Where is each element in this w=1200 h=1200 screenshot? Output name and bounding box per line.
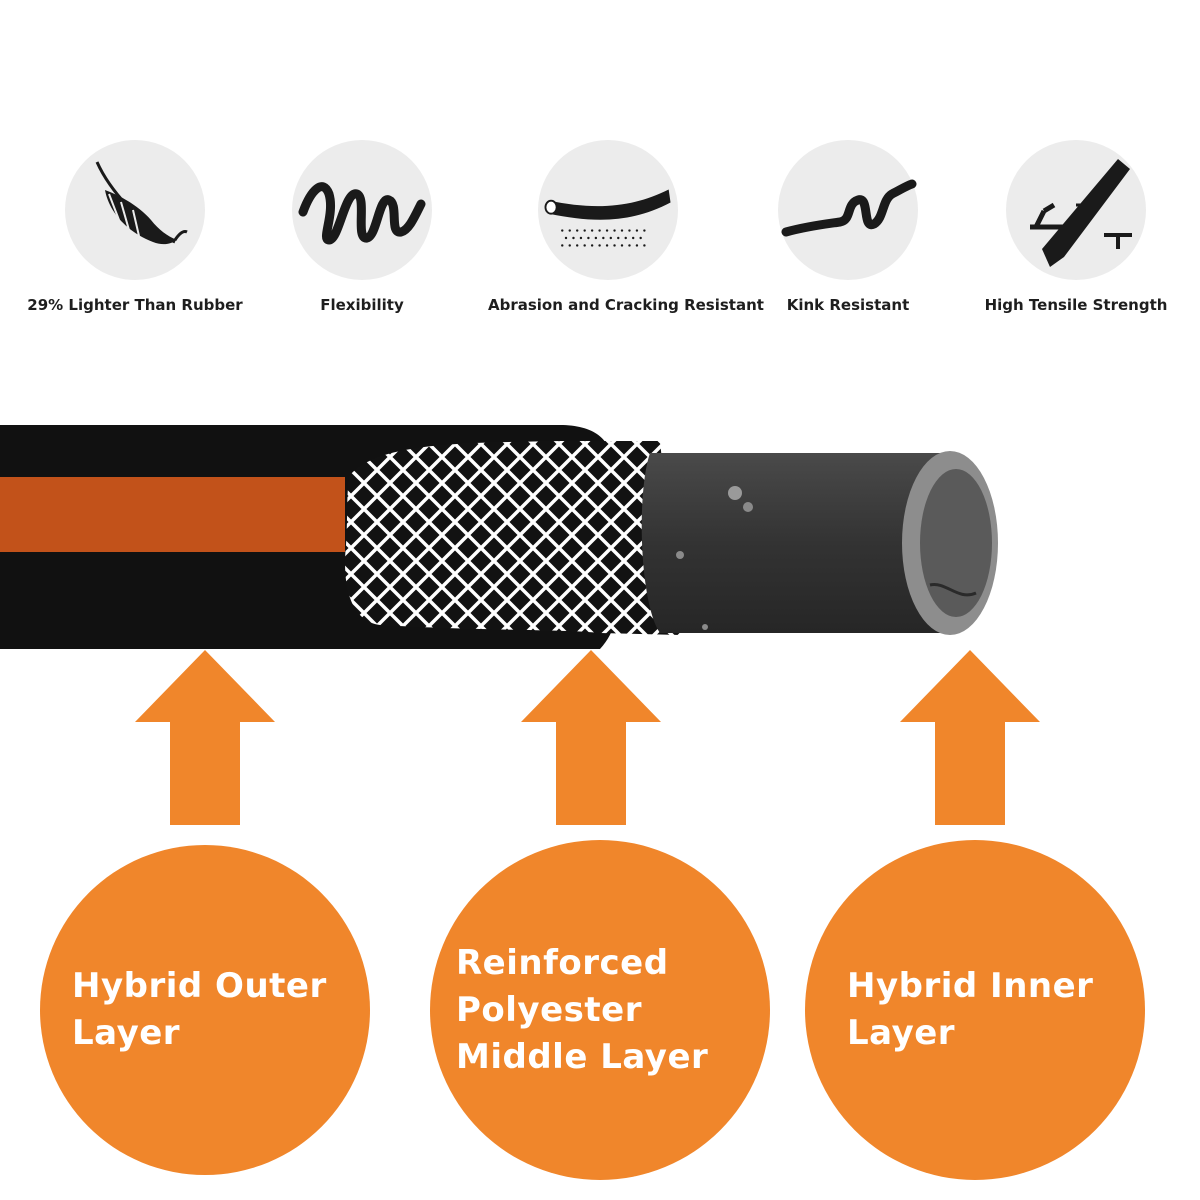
arrow-up-icon <box>135 650 275 825</box>
hose-cutaway-illustration <box>0 425 998 649</box>
feature-tensile: High Tensile Strength <box>956 140 1196 314</box>
middle-braid-layer <box>345 441 680 635</box>
feature-label: Kink Resistant <box>786 296 910 314</box>
feature-lightweight: 29% Lighter Than Rubber <box>15 140 255 314</box>
inner-tube <box>641 453 950 633</box>
feature-label: High Tensile Strength <box>984 296 1168 314</box>
middle-layer-circle: Reinforced Polyester Middle Layer <box>430 840 770 1180</box>
feature-label: 29% Lighter Than Rubber <box>27 296 243 314</box>
feature-disc <box>538 140 678 280</box>
arrow-up-icon <box>521 650 661 825</box>
tube-opening <box>920 469 992 617</box>
arrow-up-icon <box>900 650 1040 825</box>
tensile-icon <box>1030 159 1132 267</box>
outer-layer-circle: Hybrid Outer Layer <box>40 845 370 1175</box>
hose-tube-icon <box>544 189 671 247</box>
feature-abrasion: Abrasion and Cracking Resistant <box>488 140 764 314</box>
feature-label: Abrasion and Cracking Resistant <box>488 296 764 314</box>
orange-stripe <box>0 477 345 552</box>
coil-icon <box>298 182 426 245</box>
middle-layer-label: Reinforced Polyester Middle Layer <box>456 942 709 1077</box>
feature-flexibility: Flexibility <box>242 140 482 314</box>
feature-disc <box>1006 140 1146 280</box>
feature-disc <box>778 140 918 280</box>
inner-layer-circle: Hybrid Inner Layer <box>805 840 1145 1180</box>
inner-layer-label: Hybrid Inner Layer <box>847 966 1094 1053</box>
feather-icon <box>95 161 188 245</box>
kink-hose-icon <box>781 179 917 237</box>
outer-layer-label: Hybrid Outer Layer <box>72 966 327 1053</box>
feature-disc <box>292 140 432 280</box>
feature-label: Flexibility <box>320 296 404 314</box>
feature-kink: Kink Resistant <box>728 140 968 314</box>
feature-disc <box>65 140 205 280</box>
